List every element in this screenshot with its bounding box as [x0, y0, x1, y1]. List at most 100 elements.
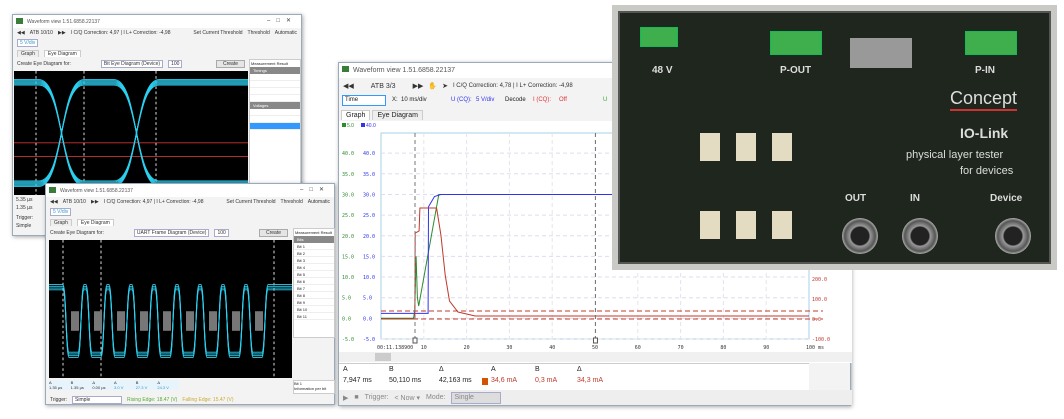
bit-row[interactable]: Bit 8 [294, 292, 334, 299]
x-tick: 40 [549, 345, 555, 351]
automatic-button[interactable]: Automatic [274, 30, 297, 36]
prev-icon[interactable]: ◀◀ [50, 199, 58, 205]
uart-plot [49, 240, 292, 378]
bit-sample-box [94, 311, 102, 331]
bit-row[interactable]: Bit 9 [294, 299, 334, 306]
set-threshold-button[interactable]: Set Current Threshold [226, 199, 276, 205]
pointer-icon[interactable]: ➤ [442, 83, 448, 90]
uart-trace [49, 285, 292, 357]
eye-trace [14, 81, 248, 185]
label-p-in: P-IN [975, 65, 995, 76]
tab-graph[interactable]: Graph [50, 218, 72, 226]
tab-eye-diagram[interactable]: Eye Diagram [43, 49, 81, 57]
tab-eye-diagram[interactable]: Eye Diagram [372, 110, 423, 120]
threshold-button[interactable]: Threshold [247, 30, 270, 36]
cursor-a-handle [412, 337, 418, 344]
prev-icon[interactable]: ◀◀ [17, 30, 25, 36]
create-button[interactable]: Create [215, 60, 245, 68]
trigger-label: Trigger: [16, 215, 34, 221]
eye-trace [14, 84, 248, 182]
x-tick: 50 [592, 345, 598, 351]
uart-diagram-window: Waveform view 1.51.6858.22137–□✕ ◀◀ATB 1… [45, 183, 335, 405]
bit-label: Bit 2 [297, 250, 306, 256]
window-controls[interactable]: –□✕ [267, 18, 297, 24]
play-icon[interactable]: ▶ [343, 394, 349, 402]
next-icon[interactable]: ▶▶ [90, 199, 99, 205]
info-text: Information per bit [294, 386, 327, 391]
y-tick-left-blue: 30.0 [363, 192, 375, 198]
i-cq-select[interactable]: Off [559, 97, 567, 103]
bit-row[interactable]: Bit 5 [294, 271, 334, 278]
bit-row[interactable]: Bit 7 [294, 285, 334, 292]
horizontal-scrollbar[interactable] [339, 352, 852, 362]
app-icon [16, 18, 23, 24]
bit-row[interactable]: Bit 6 [294, 278, 334, 285]
bit-row[interactable]: Bit 3 [294, 257, 334, 264]
cursor-a-value: 5.35 µs [16, 197, 33, 203]
eye-trace [14, 79, 248, 187]
tab-graph[interactable]: Graph [17, 49, 39, 57]
trigger-label: Trigger: [50, 397, 68, 403]
scrollbar-thumb[interactable] [375, 353, 391, 361]
set-threshold-button[interactable]: Set Current Threshold [193, 30, 243, 36]
diagram-select[interactable]: Bit Eye Diagram (Device) [100, 60, 164, 68]
decode-dropdown[interactable]: Decode [505, 97, 526, 103]
x-scale-select[interactable]: 10 ms/div [401, 97, 427, 103]
terminal-48v [640, 27, 678, 47]
trigger-select[interactable]: < Now ▾ [394, 394, 421, 402]
create-button[interactable]: Create [258, 229, 288, 237]
count-input[interactable]: 100 [168, 60, 183, 68]
tab-graph[interactable]: Graph [341, 110, 371, 120]
tab-eye-diagram[interactable]: Eye Diagram [76, 218, 114, 226]
series-line [381, 194, 809, 319]
section-bits[interactable]: Bits [294, 236, 334, 243]
window-controls[interactable]: –□✕ [300, 187, 330, 193]
bit-sample-box [117, 311, 125, 331]
correction-label: I C/Q Correction: 4,97 | I L+ Correction… [70, 30, 171, 36]
hand-icon[interactable]: ✋ [428, 83, 438, 90]
bit-sample-box [71, 311, 79, 331]
mode-select[interactable]: Single [451, 391, 502, 404]
i-cq-label: I (CQ): [533, 97, 551, 103]
y-tick-right: 200.0 [812, 277, 827, 283]
meas-value: 1.35 µs [49, 385, 63, 390]
measurement-panel: Measurement Result Timings Voltages [249, 59, 301, 199]
section-timings[interactable]: Timings [250, 67, 300, 74]
toolbar: ◀◀ATB 10/10▶▶I C/Q Correction: 4,97 | I … [13, 28, 301, 38]
diagram-select[interactable]: UART Frame Diagram (Device) [133, 229, 210, 237]
x-tick: 60 [635, 345, 641, 351]
scale-select[interactable]: 5 V/div [50, 208, 72, 216]
x-tick: 90 [763, 345, 769, 351]
cursor-b-handle [592, 337, 598, 344]
bit-row[interactable]: Bit 11 [294, 313, 334, 320]
scale-select[interactable]: 5 V/div [17, 39, 39, 47]
x-mode-select[interactable]: Time [342, 95, 386, 106]
create-for-label: Create Eye Diagram for: [50, 230, 104, 236]
meas-value: 34,6 mA [491, 377, 518, 384]
meas-header: Δ [157, 380, 161, 385]
bit-row[interactable]: Bit 1 [294, 243, 334, 250]
bit-label: Bit 5 [297, 271, 306, 277]
prev-icon[interactable]: ◀◀ [343, 83, 354, 90]
bit-row[interactable]: Bit 2 [294, 250, 334, 257]
uart-trace [49, 287, 292, 355]
trigger-value: Now [400, 394, 415, 402]
next-icon[interactable]: ▶▶ [412, 83, 424, 90]
bit-row[interactable]: Bit 10 [294, 306, 334, 313]
trigger-mode-select[interactable]: Simple [16, 223, 32, 229]
next-icon[interactable]: ▶▶ [57, 30, 66, 36]
bit-row[interactable]: Bit 4 [294, 264, 334, 271]
meas-header: A [49, 380, 52, 385]
count-input[interactable]: 100 [214, 229, 229, 237]
eye-trace [14, 83, 248, 183]
x-tick: 80 [720, 345, 726, 351]
label-48v: 48 V [652, 65, 673, 76]
threshold-button[interactable]: Threshold [280, 199, 303, 205]
section-voltages[interactable]: Voltages [250, 102, 300, 109]
x-tick: 100 ms [806, 345, 824, 351]
meas-value: 42,163 ms [439, 377, 472, 384]
stop-icon[interactable]: ■ [354, 394, 359, 401]
automatic-button[interactable]: Automatic [307, 199, 330, 205]
trigger-mode-select[interactable]: Simple [72, 396, 123, 404]
u-cq-scale-select[interactable]: 5 V/div [476, 97, 495, 103]
